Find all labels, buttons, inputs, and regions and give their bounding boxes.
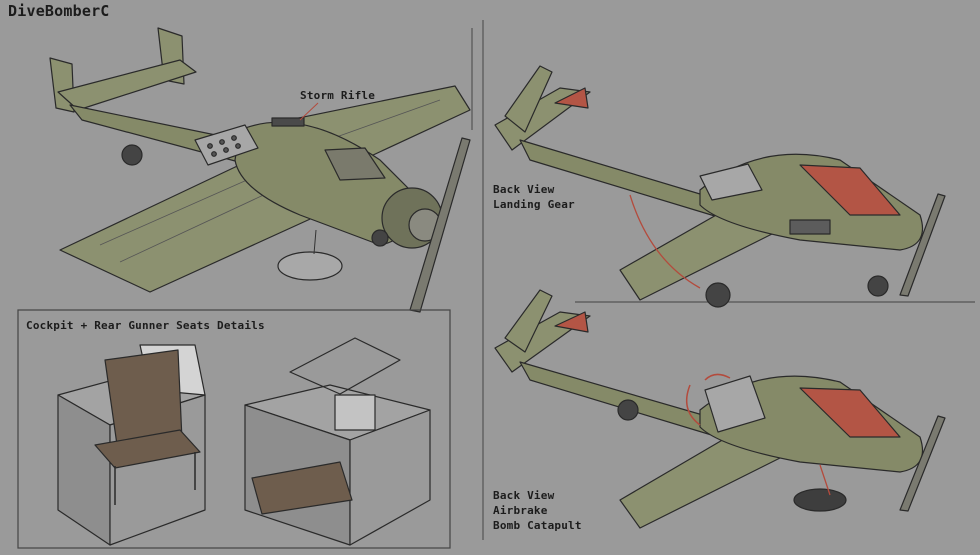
callout-line: Bomb Catapult [493,519,582,532]
sheet-title: DiveBomberC [8,2,110,20]
callout-line: Back View [493,489,555,502]
back-view-landing-gear-callout: Back View Landing Gear [493,182,575,212]
callout-line: Back View [493,183,555,196]
back-view-airbrake-bomb-catapult [494,289,946,529]
callout-line: Airbrake [493,504,548,517]
cockpit-details-panel [17,309,451,549]
storm-rifle-callout: Storm Rifle [300,89,376,102]
callout-line: Landing Gear [493,198,575,211]
cockpit-details-callout: Cockpit + Rear Gunner Seats Details [26,319,265,332]
main-plane-illustration [49,27,471,313]
panel-dividers [471,20,975,540]
back-view-landing-gear [494,65,946,308]
back-view-airbrake-callout: Back View Airbrake Bomb Catapult [493,488,582,533]
